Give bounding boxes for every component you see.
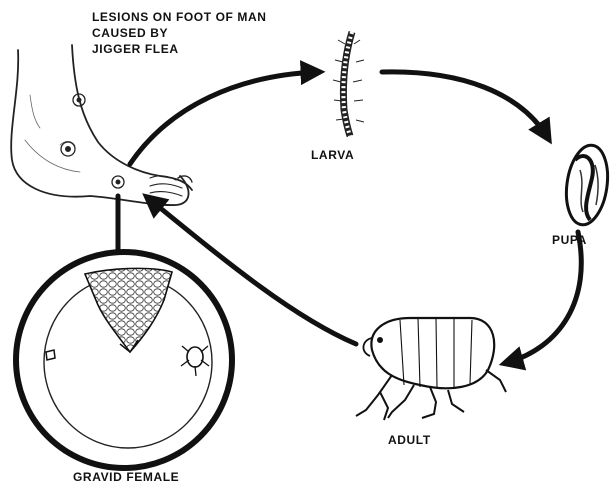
foot-lesion-caption: LESIONS ON FOOT OF MAN CAUSED BY JIGGER …: [92, 9, 267, 57]
arrow-pupa-to-adult: [506, 232, 581, 363]
pupa-label: PUPA: [552, 232, 587, 248]
arrow-foot-to-larva: [130, 72, 318, 164]
magnified-lesion-circle: [16, 252, 232, 468]
foot-lesions: [61, 94, 124, 188]
pupa-illustration: [562, 143, 612, 228]
larva-label: LARVA: [311, 147, 354, 163]
caption-line-1: LESIONS ON FOOT OF MAN: [92, 9, 267, 25]
larva-illustration: [333, 32, 364, 136]
adult-flea-illustration: [356, 318, 506, 420]
arrow-larva-to-pupa: [382, 72, 548, 138]
adult-label: ADULT: [388, 432, 431, 448]
caption-line-2: CAUSED BY: [92, 25, 267, 41]
caption-line-3: JIGGER FLEA: [92, 41, 267, 57]
gravid-female-label: GRAVID FEMALE: [73, 469, 179, 485]
